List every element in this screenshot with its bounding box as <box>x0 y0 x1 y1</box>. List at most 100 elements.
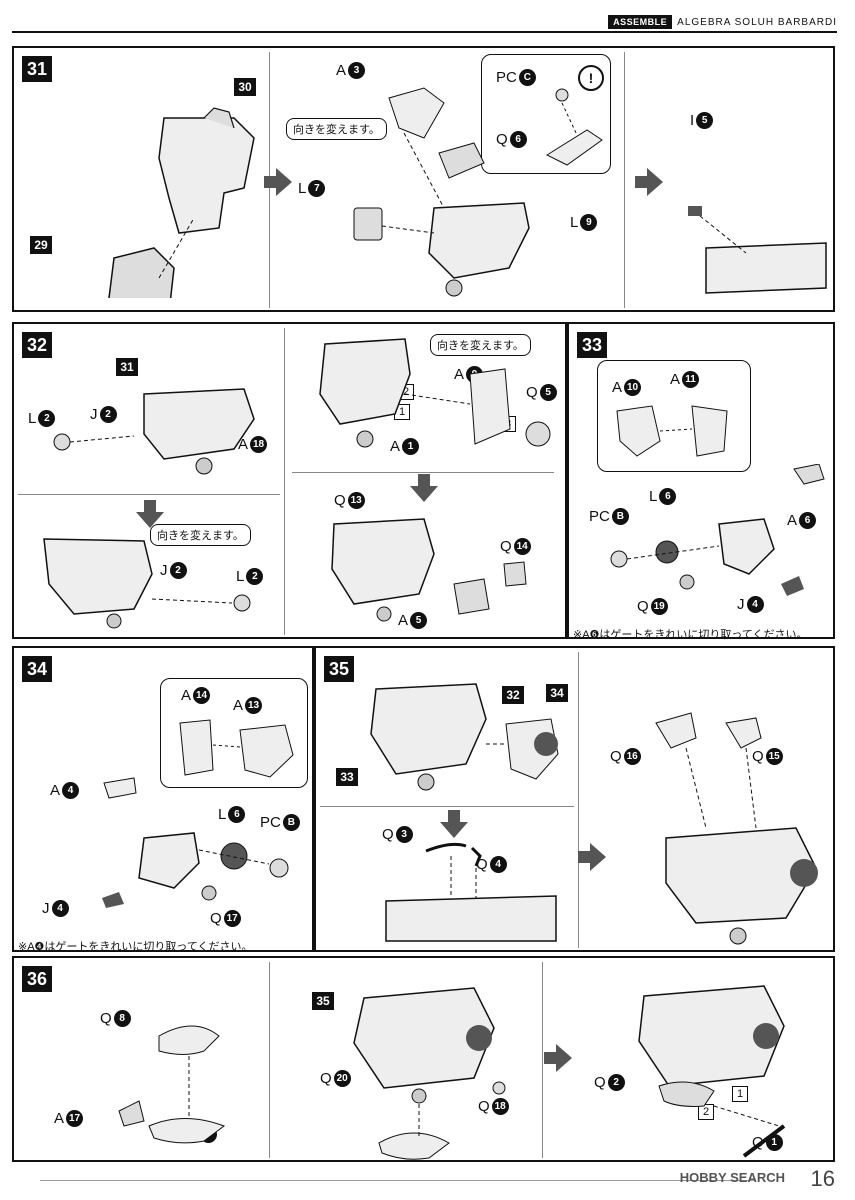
part-label-Q19: Q 19 <box>637 598 668 615</box>
runner-letter: J <box>160 562 168 579</box>
runner-letter: Q <box>478 1098 490 1115</box>
part-label-J2: J 2 <box>90 406 117 423</box>
flow-arrow-icon <box>578 843 606 871</box>
runner-letter: Q <box>752 1134 764 1151</box>
part-number: 4 <box>51 900 69 917</box>
runner-letter: A <box>612 379 623 396</box>
flow-arrow-icon <box>440 810 468 838</box>
divider <box>18 494 280 495</box>
flow-arrow-icon <box>264 168 292 196</box>
part-label-Q2: Q 2 <box>594 1074 625 1091</box>
part-label-Q6: Q 6 <box>496 131 527 148</box>
runner-letter: Q <box>476 856 488 873</box>
runner-letter: A <box>181 687 192 704</box>
product-title: ALGEBRA SOLUH BARBARDI <box>677 16 837 28</box>
part-label-L9: L 9 <box>570 214 598 231</box>
divider <box>320 806 574 807</box>
part-number: 2 <box>607 1074 625 1091</box>
part-number: 6 <box>659 488 677 505</box>
runner-letter: A <box>787 512 798 529</box>
page-header: ASSEMBLE ALGEBRA SOLUH BARBARDI <box>608 14 837 30</box>
subassembly-ref: 30 <box>234 78 256 96</box>
part-number: 6 <box>799 512 817 529</box>
runner-letter: Q <box>752 748 764 765</box>
part-label-PCC: PC C <box>496 69 536 86</box>
runner-letter: I <box>690 112 695 129</box>
torso-illustration <box>53 388 255 475</box>
reorient-note: 向きを変えます。 <box>430 334 531 356</box>
part-number: 7 <box>308 180 326 197</box>
part-number: 17 <box>223 910 241 927</box>
step-number: 32 <box>22 332 52 358</box>
part-number: 4 <box>62 782 80 799</box>
part-label-A11: A 11 <box>670 371 700 388</box>
part-label-Q15: Q 15 <box>752 748 783 765</box>
part-label-A6: A 6 <box>787 512 817 529</box>
part-label-L2-b: L 2 <box>236 568 264 585</box>
part-label-Q3: Q 3 <box>382 826 413 843</box>
part-number: 20 <box>333 1070 351 1087</box>
assemble-tag: ASSEMBLE <box>608 15 673 29</box>
part-label-J4: J 4 <box>737 596 764 613</box>
runner-letter: A <box>670 371 681 388</box>
part-number: 2 <box>246 568 264 585</box>
runner-letter: Q <box>320 1070 332 1087</box>
torso-rear-illustration <box>319 338 551 448</box>
flow-arrow-icon <box>410 474 438 502</box>
footer-rule <box>40 1180 755 1181</box>
divider <box>284 328 285 635</box>
part-number: 2 <box>38 410 56 427</box>
part-number: 2 <box>99 406 117 423</box>
subassembly-ref: 31 <box>116 358 138 376</box>
upper-body-illustration <box>655 712 818 945</box>
shoulder-assembly-illustration <box>102 777 289 908</box>
divider <box>269 962 270 1158</box>
part-label-A3: A 3 <box>336 62 366 79</box>
runner-letter: Q <box>610 748 622 765</box>
part-number: 11 <box>682 371 700 388</box>
shoulder-assembly-illustration <box>610 464 825 596</box>
part-label-Q18: Q 18 <box>478 1098 509 1115</box>
gate-cut-footnote: ※A❻はゲートをきれいに切り取ってください。 <box>573 629 808 641</box>
order-marker: 2 <box>698 1104 714 1120</box>
flow-arrow-icon <box>544 1044 572 1072</box>
runner-letter: L <box>218 806 227 823</box>
runner-letter: J <box>42 900 50 917</box>
runner-letter: A <box>54 1110 65 1127</box>
part-label-A1: A 1 <box>390 438 420 455</box>
runner-letter: PC <box>260 814 281 831</box>
part-label-A13: A 13 <box>233 697 263 714</box>
part-number: B <box>282 814 300 831</box>
torso-shoulder-illustration <box>370 683 559 791</box>
shoulder-parts-illustration <box>179 719 294 778</box>
step-36-panel: 36 Q 8 A 17 L 8 35 Q 20 Q 18 Q 2 <box>12 956 835 1162</box>
step-number: 36 <box>22 966 52 992</box>
part-number: 4 <box>489 856 507 873</box>
part-number: 17 <box>66 1110 84 1127</box>
part-label-Q14: Q 14 <box>500 538 531 555</box>
part-number: 9 <box>580 214 598 231</box>
divider <box>542 962 543 1158</box>
runner-letter: L <box>298 180 307 197</box>
part-label-A4: A 4 <box>50 782 80 799</box>
part-number: 6 <box>509 131 527 148</box>
runner-letter: A <box>238 436 249 453</box>
torso-part-illustration <box>108 107 255 298</box>
part-number: 6 <box>228 806 246 823</box>
sub-parts-inset: A 10 A 11 <box>597 360 751 472</box>
part-label-I5: I 5 <box>690 112 714 129</box>
poly-cap-inset: PC C ! Q 6 <box>481 54 611 174</box>
torso-side-illustration <box>43 538 251 629</box>
torso-assembled-illustration <box>331 518 527 622</box>
runner-letter: L <box>28 410 37 427</box>
part-number: 18 <box>491 1098 509 1115</box>
runner-letter: A <box>454 366 465 383</box>
divider <box>292 472 554 473</box>
part-label-Q4: Q 4 <box>476 856 507 873</box>
runner-letter: L <box>649 488 658 505</box>
part-label-L7: L 7 <box>298 180 326 197</box>
part-label-PCB: PC B <box>589 508 629 525</box>
part-number: 18 <box>250 436 268 453</box>
part-number: 1 <box>402 438 420 455</box>
subassembly-ref: 34 <box>546 684 568 702</box>
